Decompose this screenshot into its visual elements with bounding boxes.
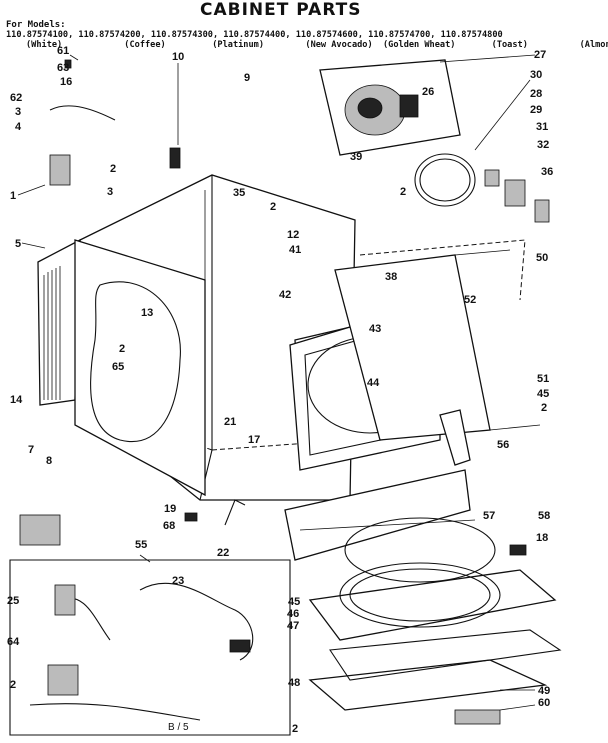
callout-8: 8	[46, 455, 52, 467]
base-panel	[308, 629, 562, 711]
callout-25: 25	[7, 595, 19, 607]
callout-2f: 2	[10, 679, 16, 691]
callout-labels: 61 63 16 10 27 62 3 4 9 26 30 28 29 31 3…	[7, 45, 553, 735]
callout-46: 46	[287, 608, 299, 620]
callout-30: 30	[530, 69, 542, 81]
top-panel	[308, 517, 557, 641]
callout-2g: 2	[292, 723, 298, 735]
callout-5: 5	[15, 238, 21, 250]
callout-7: 7	[28, 444, 34, 456]
callout-29: 29	[530, 104, 542, 116]
callout-17: 17	[248, 434, 260, 446]
callout-22: 22	[217, 547, 229, 559]
callout-2e: 2	[541, 402, 547, 414]
callout-23: 23	[172, 575, 184, 587]
callout-3b: 3	[107, 186, 113, 198]
callout-28: 28	[530, 88, 542, 100]
page-code: B / 5	[168, 722, 189, 733]
for-models-label: For Models:	[6, 20, 66, 30]
callout-39: 39	[350, 151, 362, 163]
callout-51: 51	[537, 373, 549, 385]
callout-48: 48	[288, 677, 300, 689]
callout-32: 32	[537, 139, 549, 151]
wiring-harness-box	[9, 559, 291, 736]
callout-44: 44	[367, 377, 380, 389]
toe-panel	[284, 409, 471, 561]
callout-31: 31	[536, 121, 548, 133]
callout-55: 55	[135, 539, 147, 551]
callout-45b: 45	[288, 596, 300, 608]
callout-38: 38	[385, 271, 397, 283]
callout-47: 47	[287, 620, 299, 632]
side-panel	[37, 238, 81, 406]
callout-36: 36	[541, 166, 553, 178]
callout-21: 21	[224, 416, 236, 428]
front-panel	[74, 239, 206, 497]
callout-1: 1	[10, 190, 16, 202]
callout-18: 18	[536, 532, 548, 544]
callout-43: 43	[369, 323, 381, 335]
callout-64: 64	[7, 636, 20, 648]
callout-68: 68	[163, 520, 175, 532]
callout-26: 26	[422, 86, 434, 98]
callout-2c: 2	[270, 201, 276, 213]
callout-60: 60	[538, 697, 550, 709]
callout-14: 14	[10, 394, 23, 406]
drive-belt	[414, 153, 476, 207]
callout-3a: 3	[15, 106, 21, 118]
callout-2a: 2	[400, 186, 406, 198]
callout-35: 35	[233, 187, 245, 199]
callout-41: 41	[289, 244, 301, 256]
callout-4: 4	[15, 121, 22, 133]
callout-49: 49	[538, 685, 550, 697]
callout-2b: 2	[110, 163, 116, 175]
callout-13: 13	[141, 307, 153, 319]
callout-45a: 45	[537, 388, 549, 400]
callout-9: 9	[244, 72, 250, 84]
callout-50: 50	[536, 252, 548, 264]
callout-27: 27	[534, 49, 546, 61]
callout-63: 63	[57, 62, 69, 74]
callout-57: 57	[483, 510, 495, 522]
hardware-parts	[19, 59, 550, 725]
callout-2d: 2	[119, 343, 125, 355]
callout-16: 16	[60, 76, 72, 88]
callout-56: 56	[497, 439, 509, 451]
callout-65: 65	[112, 361, 124, 373]
model-colors: (White) (Coffee) (Platinum) (New Avocado…	[26, 40, 608, 50]
callout-62: 62	[10, 92, 22, 104]
callout-42: 42	[279, 289, 291, 301]
diagram-title: CABINET PARTS	[200, 0, 362, 20]
callout-61: 61	[57, 45, 69, 57]
model-numbers: 110.87574100, 110.87574200, 110.87574300…	[6, 30, 503, 40]
motor-assembly	[319, 59, 461, 156]
callout-58: 58	[538, 510, 550, 522]
callout-19: 19	[164, 503, 176, 515]
callout-52: 52	[464, 294, 476, 306]
callout-10: 10	[172, 51, 184, 63]
leader-lines	[17, 54, 536, 711]
rear-panel	[334, 239, 541, 441]
callout-12: 12	[287, 229, 299, 241]
